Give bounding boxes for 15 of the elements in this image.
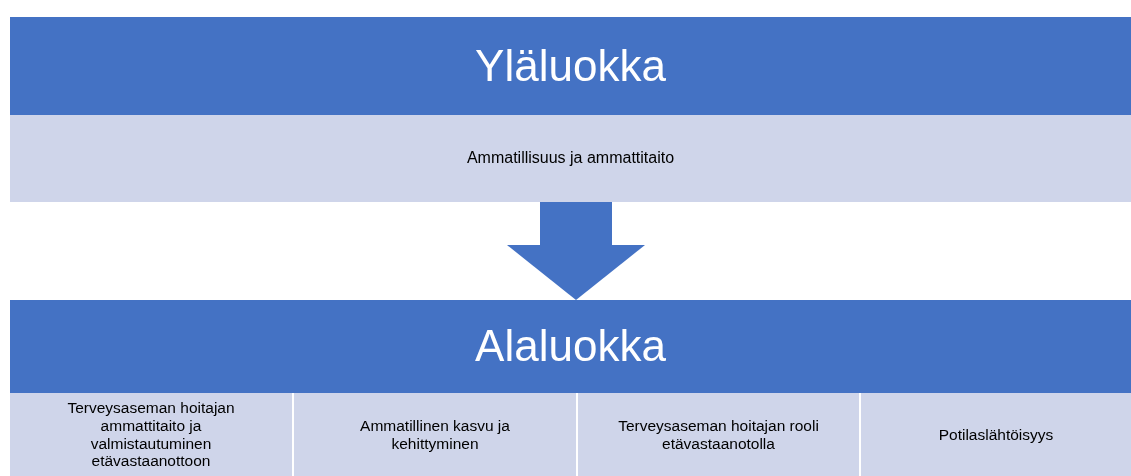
subcategory-text: Potilaslähtöisyys [938,425,1054,444]
subcategory-cell [10,393,292,476]
category-band [10,115,1131,202]
subcategory-cell [861,393,1131,476]
category-header [10,300,1131,393]
category-header [10,17,1131,115]
category-text: Ammatillisuus ja ammattitaito [466,149,675,168]
header-title: Alaluokka [475,321,666,372]
subcategory-cell [578,393,859,476]
subcategory-text: Terveysaseman hoitajan ammattitaito ja valmistautuminen etävastaanottoon [66,398,236,471]
subcategory-text: Ammatillinen kasvu ja kehittyminen [359,416,511,453]
block-arrow [507,202,645,300]
subcategory-cell [294,393,576,476]
header-title: Yläluokka [475,40,666,92]
subcategory-text: Terveysaseman hoitajan rooli etävastaanotolla [618,416,819,453]
